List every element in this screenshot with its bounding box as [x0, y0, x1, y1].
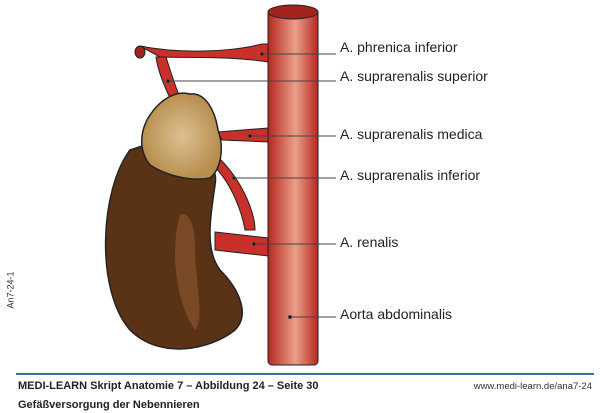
kidney: [104, 139, 243, 350]
footer-title: MEDI-LEARN Skript Anatomie 7 – Abbildung…: [18, 380, 319, 392]
label-suprarenalis-superior: A. suprarenalis superior: [340, 68, 488, 84]
adrenal-gland: [141, 92, 222, 180]
figure-code: An7-24-1: [5, 271, 16, 309]
label-suprarenalis-medica: A. suprarenalis medica: [340, 126, 483, 142]
arteries: [134, 4, 319, 366]
label-phrenica-inferior: A. phrenica inferior: [340, 39, 458, 55]
footer-subtitle: Gefäßversorgung der Nebennieren: [18, 399, 200, 411]
label-renalis: A. renalis: [340, 234, 399, 250]
footer-url[interactable]: www.medi-learn.de/ana7-24: [473, 381, 592, 392]
label-suprarenalis-inferior: A. suprarenalis inferior: [340, 167, 481, 183]
label-aorta-abdominalis: Aorta abdominalis: [340, 306, 453, 322]
leader-lines: [166, 52, 336, 319]
divider: [16, 373, 594, 375]
